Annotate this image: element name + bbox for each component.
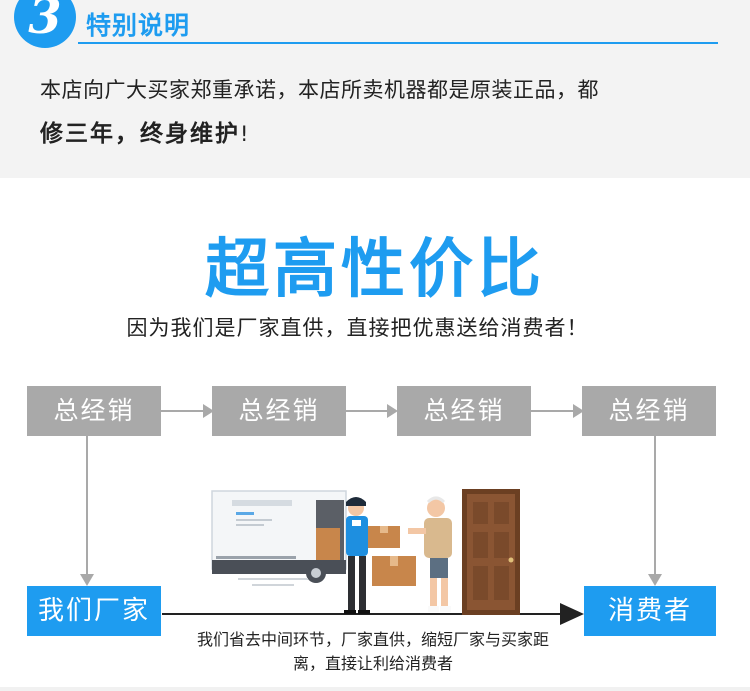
note-line: 我们省去中间环节，厂家直供，缩短厂家与买家距 — [196, 630, 549, 649]
direct-supply-arrow — [162, 603, 584, 625]
guarantee-strong-text: 修三年，终身维护 — [40, 121, 240, 147]
distributor-box: 总经销 — [397, 386, 531, 436]
courier-person-illustration — [344, 497, 400, 614]
guarantee-end-text: ! — [240, 122, 249, 146]
guarantee-lead-text: 本店向广大买家郑重承诺，本店所卖机器都是原装正品，都 — [40, 78, 599, 102]
section-number-badge: 3 — [14, 0, 76, 48]
consumer-box: 消费者 — [584, 586, 716, 636]
distributor-box: 总经销 — [582, 386, 716, 436]
section-title: 特别说明 — [86, 11, 191, 40]
factory-box: 我们厂家 — [27, 586, 161, 636]
cardboard-boxes-illustration — [316, 528, 416, 586]
direct-supply-note: 我们省去中间环节，厂家直供，缩短厂家与买家距 离，直接让利给消费者 — [170, 628, 576, 676]
note-line: 离，直接让利给消费者 — [292, 654, 453, 673]
title-underline — [78, 42, 718, 44]
guarantee-paragraph: 本店向广大买家郑重承诺，本店所卖机器都是原装正品，都 修三年，终身维护! — [40, 68, 720, 156]
customer-person-illustration — [408, 496, 452, 612]
bottom-divider — [0, 687, 750, 691]
distributor-box: 总经销 — [27, 386, 161, 436]
door-illustration — [462, 489, 520, 615]
distributor-connectors — [80, 404, 662, 586]
headline: 超高性价比 — [205, 233, 545, 307]
distributor-box: 总经销 — [212, 386, 346, 436]
special-notice-section: 3 特别说明 本店向广大买家郑重承诺，本店所卖机器都是原装正品，都 修三年，终身… — [0, 0, 750, 178]
subline: 因为我们是厂家直供，直接把优惠送给消费者！ — [126, 316, 589, 340]
